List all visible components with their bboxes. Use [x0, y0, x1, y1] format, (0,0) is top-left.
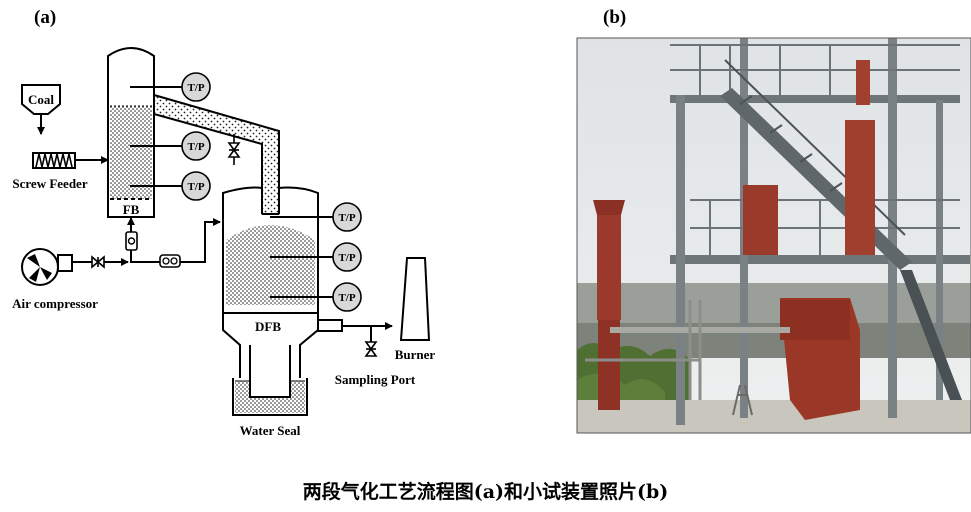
tp-label: T/P [338, 212, 355, 224]
fb-label: FB [123, 202, 140, 217]
water-seal [232, 345, 308, 416]
tp-label: T/P [187, 82, 204, 94]
dfb-label: DFB [255, 319, 281, 334]
sampling-port-label: Sampling Port [335, 372, 416, 387]
tp-label: T/P [338, 292, 355, 304]
dfb-probes [270, 216, 333, 298]
air-compressor-label: Air compressor [12, 296, 98, 311]
air-compressor [21, 248, 73, 286]
figure-caption: 两段气化工艺流程图(a)和小试装置照片(b) [302, 481, 669, 503]
screw-feeder-label: Screw Feeder [12, 176, 87, 191]
burner-label: Burner [395, 347, 436, 362]
coal-hopper [21, 84, 61, 135]
panel-b-label: (b) [603, 7, 627, 28]
tp-label: T/P [187, 141, 204, 153]
tp-label: T/P [338, 252, 355, 264]
duct-valve [227, 134, 241, 165]
tp-label: T/P [187, 181, 204, 193]
process-flow-diagram [21, 47, 431, 416]
panel-a-label: (a) [34, 7, 57, 28]
screw-feeder [32, 152, 109, 169]
tp-gauges [181, 72, 362, 312]
coal-label: Coal [28, 92, 54, 107]
water-seal-label: Water Seal [240, 423, 301, 438]
burner [399, 257, 431, 341]
air-line [72, 217, 221, 269]
diagram-labels: Coal Screw Feeder Air compressor FB DFB … [12, 82, 435, 438]
burner-line [317, 319, 393, 357]
fb-reactor [107, 47, 155, 218]
fb-probes [130, 86, 182, 187]
pilot-plant-photo [576, 37, 971, 434]
